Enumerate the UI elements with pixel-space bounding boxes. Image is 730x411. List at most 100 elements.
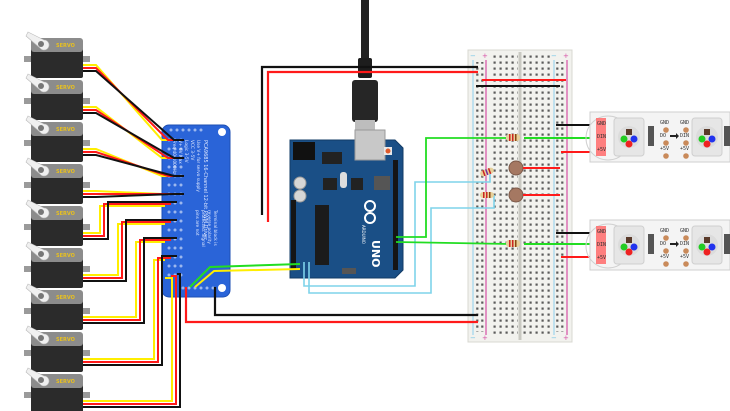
servo-mount-tab xyxy=(24,56,32,62)
led-strip-1: GND DIN +5V GND GND DO DIN +5V +5V xyxy=(585,111,730,163)
pwm-board-line-6: Terminal block is xyxy=(212,209,218,246)
pwm-pin xyxy=(173,228,177,232)
servo-mount-tab xyxy=(82,182,90,188)
pwm-pin xyxy=(167,246,171,250)
resistors xyxy=(480,134,520,247)
servo-mount-tab xyxy=(24,140,32,146)
servo: SERVO xyxy=(24,115,90,162)
servo: SERVO xyxy=(24,241,90,288)
pwm-pin xyxy=(179,246,183,250)
pwm-pin xyxy=(179,210,183,214)
strip-input-pads xyxy=(596,118,606,156)
servo: SERVO xyxy=(24,31,90,78)
wire-data-1 xyxy=(396,137,506,238)
reset-button-cap[interactable] xyxy=(385,148,391,154)
data-arrow-icon xyxy=(670,133,679,139)
capacitor-1 xyxy=(293,176,307,190)
servo-mount-tab xyxy=(24,266,32,272)
mount-hole-top xyxy=(218,128,226,136)
servo-body xyxy=(31,48,83,78)
servo-wire xyxy=(83,237,177,324)
rail-plus-label-top-left: + xyxy=(482,52,488,60)
rail-holes-right xyxy=(556,62,566,332)
rail-minus-label-top-left: − xyxy=(470,52,476,60)
servo-body xyxy=(31,174,83,204)
usb-b-port xyxy=(354,129,386,161)
mid-label-5v-l: +5V xyxy=(660,146,669,152)
strip-input-pads xyxy=(596,226,606,264)
pwm-pin xyxy=(179,147,183,151)
servo-wire xyxy=(83,106,172,159)
servo-horn-hub xyxy=(38,167,44,173)
servo-wire xyxy=(83,241,165,318)
servo-wire xyxy=(83,257,171,363)
servo-mount-tab xyxy=(82,266,90,272)
servo: SERVO xyxy=(24,367,90,411)
mid-label-do: DO xyxy=(660,241,666,247)
resistor-ldr-1 xyxy=(480,167,494,177)
servo-label: SERVO xyxy=(56,43,75,49)
servos: SERVOSERVOSERVOSERVOSERVOSERVOSERVOSERVO… xyxy=(24,31,90,411)
pwm-board-line-3: Logic 3-5V xyxy=(183,140,189,163)
servo-mount-tab xyxy=(82,98,90,104)
servo-wire xyxy=(83,275,177,405)
arduino-model: UNO xyxy=(369,240,382,268)
pwm-board-line-7: reverse polarity xyxy=(206,210,212,244)
servo-mount-tab xyxy=(82,140,90,146)
pwm-board-line-4: V+ 6V Max xyxy=(177,140,183,164)
photoresistors xyxy=(508,160,560,203)
pwm-pin xyxy=(167,210,171,214)
wire-5v-arduino-to-rail xyxy=(266,70,478,222)
pad-label-5v: +5V xyxy=(597,255,606,261)
photoresistor-2 xyxy=(508,187,524,203)
servo-mount-tab xyxy=(24,182,32,188)
rail-plus-label-bottom-right: + xyxy=(563,334,569,342)
servo-wire xyxy=(83,64,172,141)
pad-label-din: DIN xyxy=(597,242,606,248)
mid-label-gnd-r: GND xyxy=(680,228,689,234)
small-ic xyxy=(323,178,337,190)
pwm-pin xyxy=(179,165,183,169)
servo-wire xyxy=(83,259,165,360)
servo-label: SERVO xyxy=(56,337,75,343)
icsp-header xyxy=(374,176,390,190)
servo-wire xyxy=(83,223,165,276)
pad-label-5v: +5V xyxy=(597,147,606,153)
servo-mount-tab xyxy=(24,350,32,356)
wire-sda xyxy=(189,263,301,288)
resistor-data-2 xyxy=(506,240,520,247)
pwm-pin xyxy=(179,219,183,223)
mid-label-do: DO xyxy=(660,133,666,139)
servo-label: SERVO xyxy=(56,253,75,259)
servo-body xyxy=(31,132,83,162)
atmega-chip xyxy=(315,205,329,265)
bottom-pin-row xyxy=(181,286,215,290)
servo-wire xyxy=(83,219,177,282)
pwm-pin xyxy=(167,147,171,151)
crystal xyxy=(340,172,347,188)
servo-wire xyxy=(83,201,177,240)
servo-wire xyxy=(83,255,177,366)
pwm-pin xyxy=(179,255,183,259)
pwm-pin xyxy=(179,264,183,268)
mid-label-gnd-r: GND xyxy=(680,120,689,126)
servo-body xyxy=(31,216,83,246)
servo-label: SERVO xyxy=(56,85,75,91)
servo-mount-tab xyxy=(24,392,32,398)
pwm-pin xyxy=(179,201,183,205)
pwm-pin xyxy=(173,210,177,214)
pwm-board-body xyxy=(161,124,231,298)
servo-body xyxy=(31,258,83,288)
servo-mount-tab xyxy=(82,392,90,398)
pwm-pin xyxy=(179,228,183,232)
rail-plus-label-top-right: + xyxy=(563,52,569,60)
pwm-pin xyxy=(173,264,177,268)
servo-horn-hub xyxy=(38,293,44,299)
dc-jack xyxy=(293,142,315,160)
servo-mount-tab xyxy=(82,350,90,356)
pwm-pin xyxy=(173,246,177,250)
pwm-pin xyxy=(173,165,177,169)
wire-pwm-gnd-to-rail xyxy=(213,287,478,317)
servo: SERVO xyxy=(24,157,90,204)
wire-analog-1 xyxy=(303,173,491,287)
